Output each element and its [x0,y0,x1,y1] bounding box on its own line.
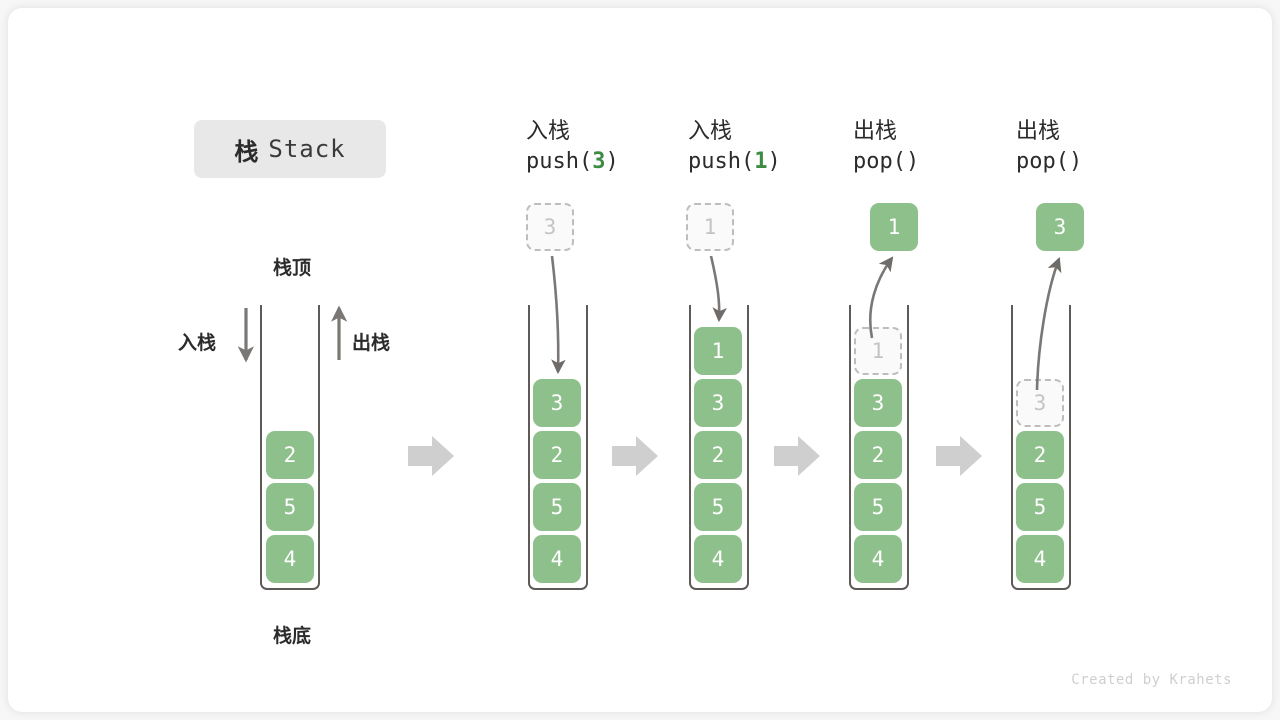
title-chinese: 栈 [234,138,259,166]
op-code-suffix: ) [767,149,781,174]
stack-cell: 4 [266,535,314,583]
stack-cell: 5 [533,483,581,531]
op-name-cn: 出栈 [853,118,898,143]
stack-cell: 5 [1016,483,1064,531]
title-english: Stack [268,135,346,163]
stack-cell: 2 [1016,431,1064,479]
stack-cell: 5 [854,483,902,531]
flow-arrow [612,436,658,476]
stack-cell: 4 [694,535,742,583]
stack-container-push-1 [689,305,749,590]
credit-text: Created by Krahets [1071,672,1232,688]
op-code-prefix: push( [688,149,755,174]
push-side-label: 入栈 [178,333,217,354]
stack-container-initial [260,305,320,590]
stack-cell: 5 [266,483,314,531]
stack-bottom-label: 栈底 [272,626,311,647]
op-code-suffix: ) [1068,149,1083,174]
stack-cell: 4 [1016,535,1064,583]
op-code: push(1) [688,146,858,178]
op-code-suffix: ) [605,149,619,174]
op-label-push-1: 入栈 push(1) [688,116,858,178]
flow-arrow [408,436,454,476]
diagram-canvas: 栈 Stack 栈顶 入栈 出栈 2 5 4 栈底 入栈 push(3) 3 3… [8,8,1272,712]
diagram-card: 栈 Stack 栈顶 入栈 出栈 2 5 4 栈底 入栈 push(3) 3 3… [8,8,1272,712]
op-code-arg: 3 [592,149,606,174]
op-label-pop-3: 出栈 pop() [1016,116,1186,178]
pop-side-label: 出栈 [352,333,391,354]
op-label-pop-1: 出栈 pop() [853,116,1023,178]
stack-cell: 3 [533,379,581,427]
stack-cell: 3 [694,379,742,427]
stack-container-pop-3 [1011,305,1071,590]
popped-value-1: 1 [870,203,918,251]
title-badge: 栈 Stack [194,120,386,178]
op-code: pop() [1016,146,1186,178]
flow-arrow [936,436,982,476]
stack-cell: 3 [854,379,902,427]
stack-cell: 2 [533,431,581,479]
stack-cell-removed: 1 [854,327,902,375]
op-code-arg: 1 [754,149,768,174]
stack-cell: 2 [266,431,314,479]
stack-cell: 1 [694,327,742,375]
op-code-prefix: push( [526,149,593,174]
arrows-overlay [237,255,1062,476]
stack-cell: 4 [533,535,581,583]
op-name-cn: 入栈 [688,118,733,143]
stack-top-label: 栈顶 [272,258,311,279]
popped-value-3: 3 [1036,203,1084,251]
op-name-cn: 出栈 [1016,118,1061,143]
op-code-suffix: ) [905,149,920,174]
floating-value-push-3: 3 [526,203,574,251]
op-code-prefix: pop( [853,149,906,174]
op-label-push-3: 入栈 push(3) [526,116,696,178]
floating-value-push-1: 1 [686,203,734,251]
stack-container-pop-1 [849,305,909,590]
op-code: push(3) [526,146,696,178]
op-code-prefix: pop( [1016,149,1069,174]
stack-cell: 2 [694,431,742,479]
stack-cell: 4 [854,535,902,583]
op-code: pop() [853,146,1023,178]
op-name-cn: 入栈 [526,118,571,143]
stack-cell: 5 [694,483,742,531]
stack-cell-removed: 3 [1016,379,1064,427]
flow-arrow [774,436,820,476]
stack-container-push-3 [528,305,588,590]
stack-cell: 2 [854,431,902,479]
